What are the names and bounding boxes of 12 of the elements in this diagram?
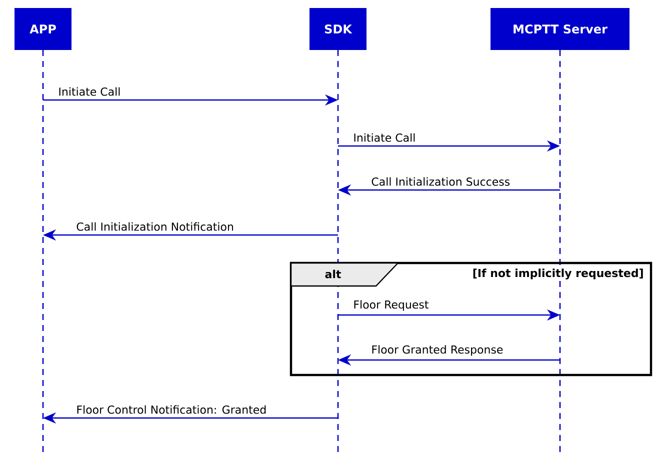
message-label: Floor Request (352, 299, 430, 312)
participant-box: SDK (310, 8, 366, 50)
message-label: Floor Granted Response (370, 344, 504, 357)
message-label: Floor Control Notification: Granted (75, 404, 268, 415)
guard-condition: [If not implicitly requested] (471, 268, 645, 280)
message-label: Initiate Call (352, 132, 417, 143)
message-label: Call Initialization Success (370, 176, 512, 187)
message-label: Call Initialization Notification (75, 221, 235, 232)
message-label: Initiate Call (57, 86, 122, 97)
frame-label: alt (325, 270, 341, 278)
participant-box: MCPTT Server (490, 8, 630, 50)
participant-box: APP (14, 8, 72, 50)
